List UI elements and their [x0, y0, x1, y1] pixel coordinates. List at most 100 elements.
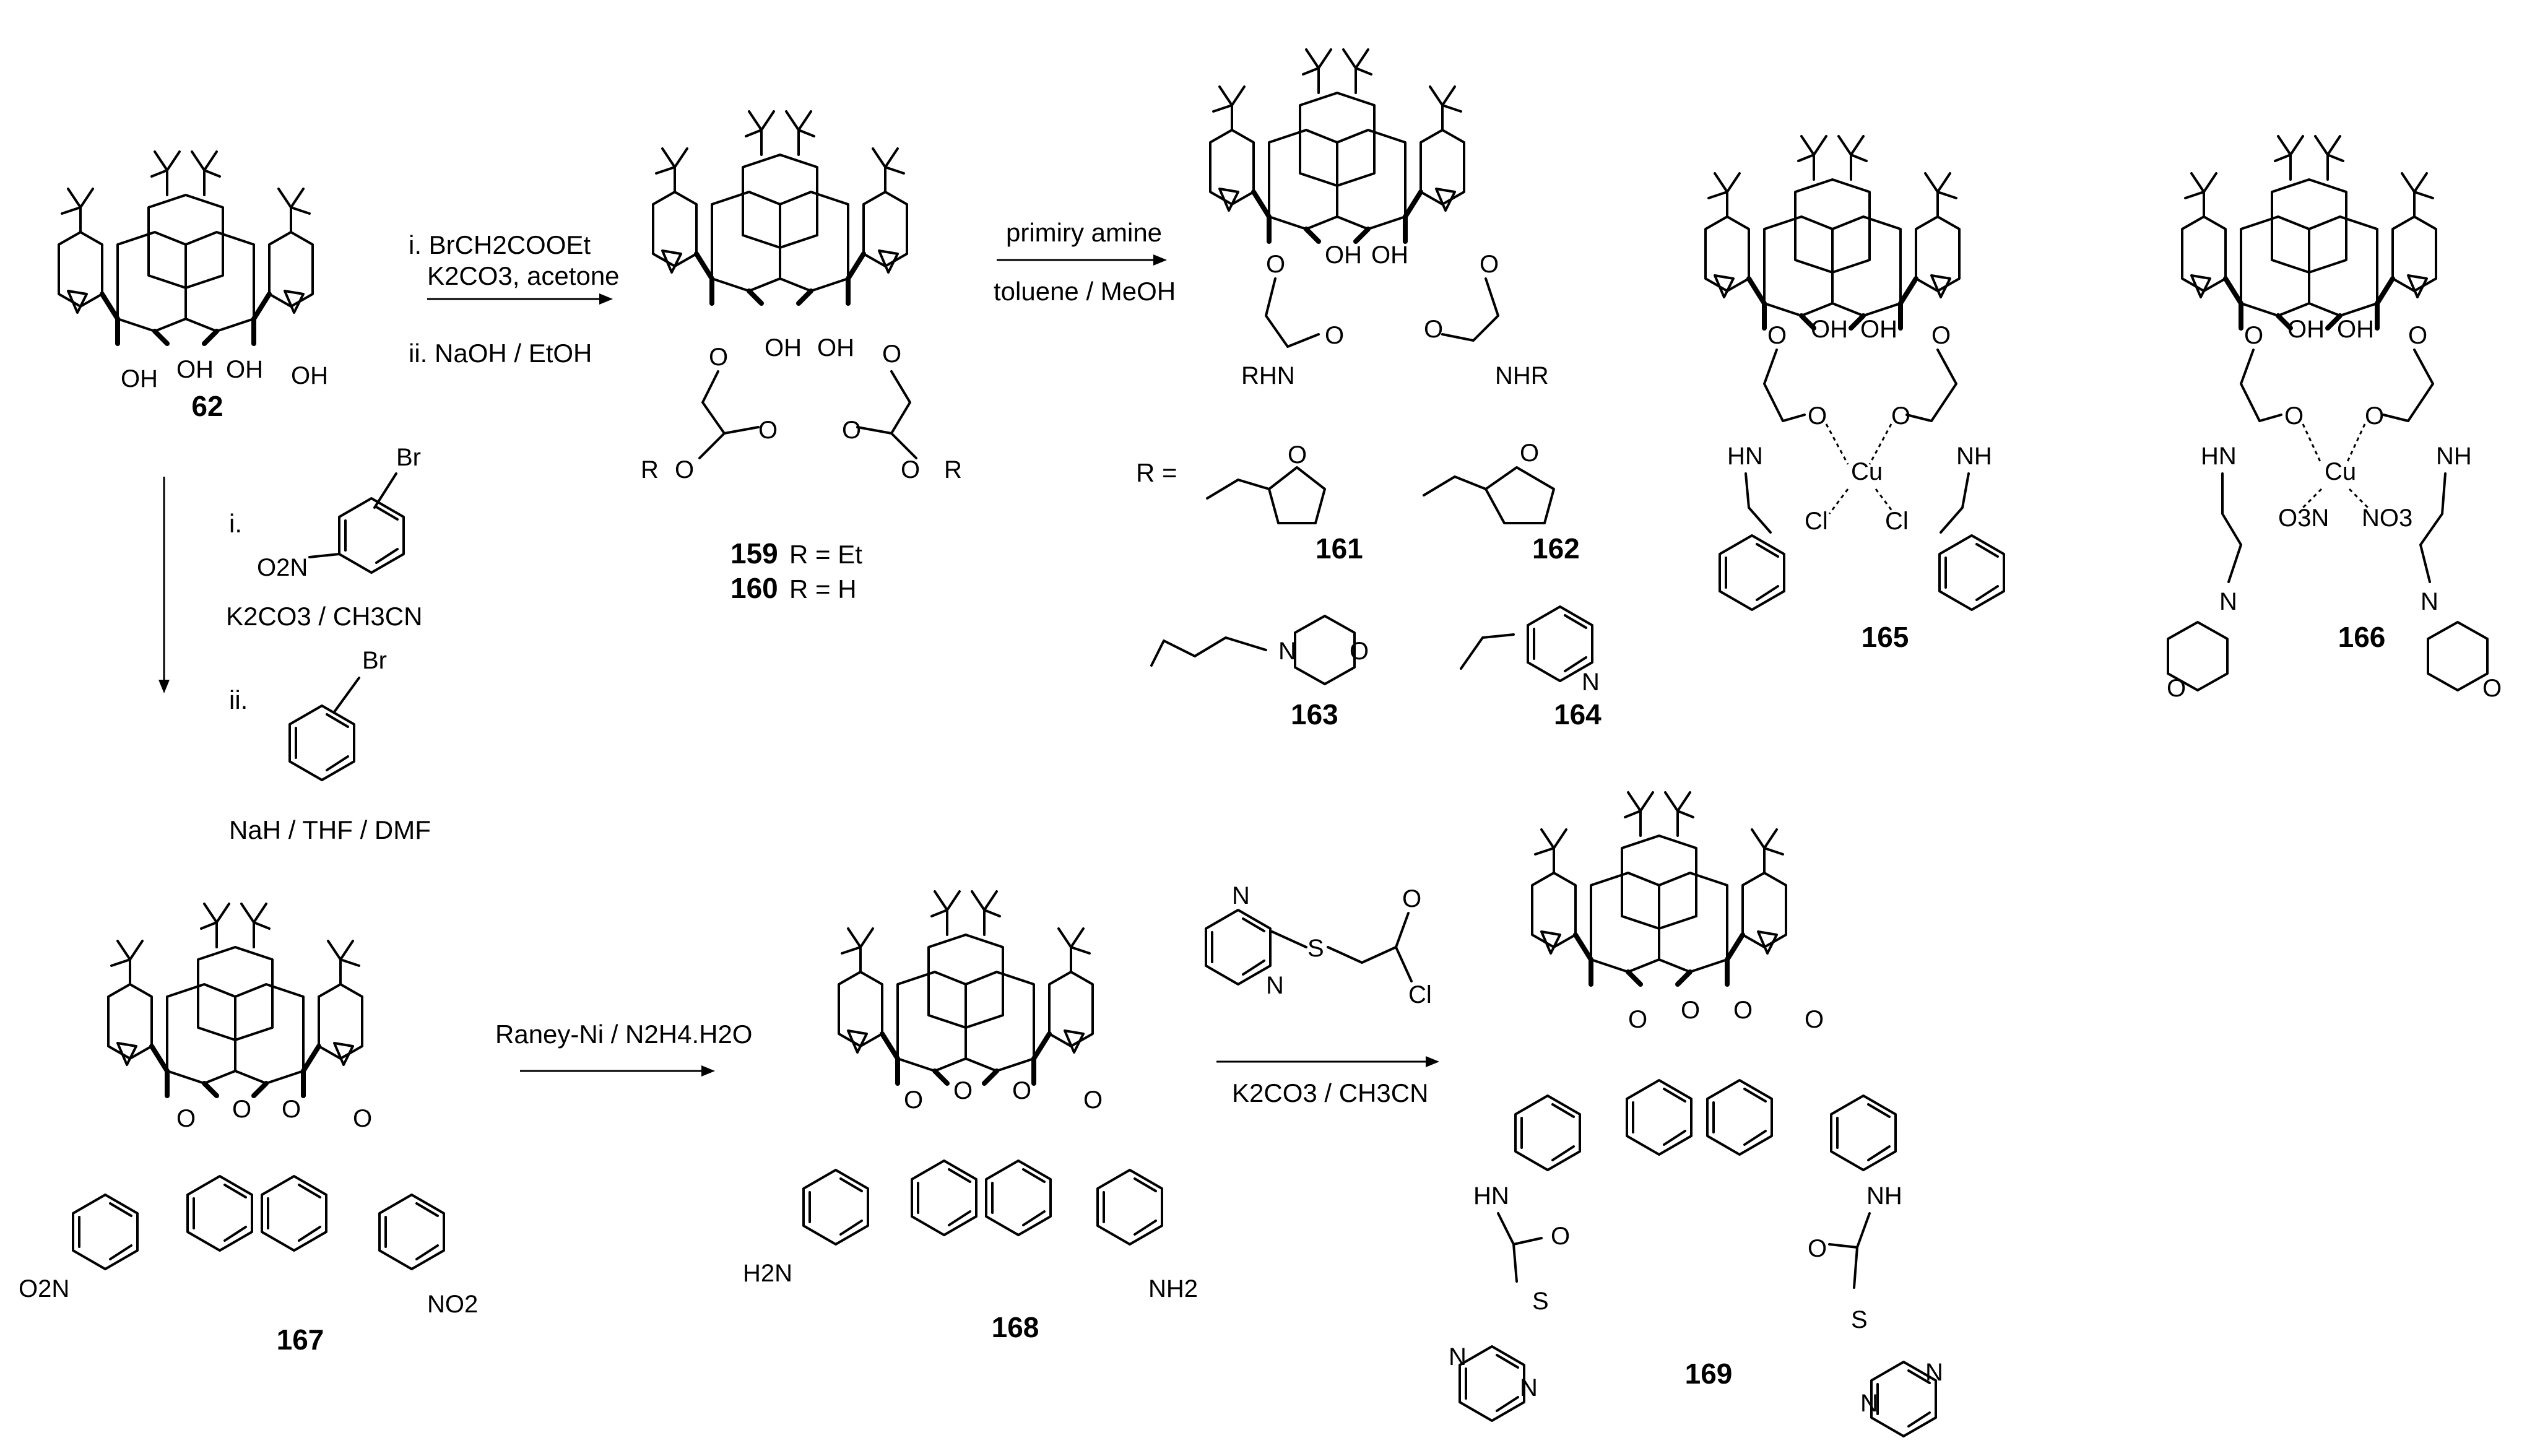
atom-n-169c: N — [1860, 1390, 1878, 1417]
atom-n-morph-163: N — [1278, 638, 1296, 665]
r-group-159: R = Et — [789, 540, 862, 569]
atom-s-169b: S — [1851, 1306, 1868, 1333]
reagent-step1-line2: K2CO3, acetone — [427, 261, 620, 290]
atom-no2-167: NO2 — [427, 1291, 478, 1318]
atom-s-169a: S — [1532, 1288, 1549, 1315]
atom-o-165c: O — [1808, 402, 1827, 430]
atom-cu-166: Cu — [2325, 458, 2356, 485]
compound-166: O OH OH O O O Cu O3N NO3 HN NH N N O O 1… — [2167, 136, 2502, 702]
atom-oh-161a: OH — [1325, 241, 1362, 269]
calixarene-core-166 — [2182, 136, 2436, 328]
atom-oh-62b: OH — [176, 356, 214, 383]
atom-o-morph-166b: O — [2482, 675, 2502, 702]
compound-169: O O O O HN NH O O S S N N N N 169 — [1449, 792, 1943, 1437]
atom-rhn-161: RHN — [1241, 362, 1295, 389]
compound-label-161: 161 — [1316, 532, 1363, 565]
reagent-step4: Raney-Ni / N2H4.H2O — [495, 1020, 752, 1049]
atom-hn-165: HN — [1727, 443, 1763, 470]
atom-hn-166: HN — [2201, 443, 2237, 470]
calixarene-core-165 — [1706, 136, 1959, 328]
compound-159-160: O OH OH O O O R O O R 159 R = Et 160 R =… — [641, 111, 962, 604]
compound-165: O OH OH O O O Cu Cl Cl HN NH 165 — [1706, 136, 2005, 653]
atom-o-161a: O — [1266, 251, 1285, 278]
atom-o-167c: O — [282, 1096, 301, 1123]
calixarene-core-167 — [108, 904, 362, 1096]
atom-o-furan: O — [1288, 441, 1307, 469]
atom-o-165b: O — [1931, 322, 1951, 349]
atom-oh-165a: OH — [1811, 316, 1848, 343]
atom-o-169c: O — [1733, 997, 1753, 1024]
compound-label-168: 168 — [992, 1311, 1039, 1343]
atom-oh-62a: OH — [121, 365, 158, 392]
atom-o3n-166: O3N — [2278, 505, 2329, 532]
atom-cl-165b: Cl — [1885, 508, 1909, 535]
atom-o-159c: O — [758, 417, 778, 444]
atom-r-159b: R — [944, 456, 962, 483]
compound-161-164: O OH OH O O O RHN NHR R = O 161 O 162 N — [1136, 50, 1602, 730]
atom-o-morph-163: O — [1350, 638, 1369, 665]
atom-oh-159a: OH — [765, 334, 802, 362]
atom-oh-165b: OH — [1860, 316, 1897, 343]
r-group-morpholinopropyl: N O 163 — [1150, 615, 1369, 730]
atom-no3-166: NO3 — [2362, 505, 2412, 532]
r-group-160: R = H — [789, 574, 857, 604]
reagent-step2-line2: toluene / MeOH — [994, 277, 1176, 306]
r-group-pyridylmethyl: N 164 — [1460, 605, 1602, 730]
reagent-step3-ii: ii. — [229, 685, 248, 714]
atom-n-pyr-a: N — [1232, 882, 1250, 909]
atom-o-166c: O — [2284, 402, 2304, 430]
atom-oh-166b: OH — [2337, 316, 2374, 343]
compound-label-166: 166 — [2338, 621, 2386, 653]
atom-o-166b: O — [2408, 322, 2427, 349]
reaction-arrow-5: N N S O Cl K2CO3 / CH3CN — [1205, 882, 1439, 1107]
compound-label-160: 160 — [730, 572, 778, 604]
compound-label-164: 164 — [1554, 698, 1602, 730]
atom-oh-166a: OH — [2287, 316, 2325, 343]
reagent-step3-line2: NaH / THF / DMF — [229, 815, 431, 844]
atom-cl-reagent: Cl — [1408, 981, 1432, 1008]
atom-nh-165: NH — [1956, 443, 1992, 470]
atom-oh-159b: OH — [817, 334, 854, 362]
calixarene-core-161 — [1210, 50, 1464, 241]
compound-label-62: 62 — [191, 390, 223, 422]
atom-o-161b: O — [1480, 251, 1499, 278]
atom-o-168d: O — [1083, 1086, 1103, 1114]
atom-n-169d: N — [1925, 1359, 1943, 1386]
atom-h2n-168: H2N — [743, 1260, 792, 1287]
atom-nh-169: NH — [1866, 1182, 1902, 1210]
reagent-step1-line1: i. BrCH2COOEt — [409, 230, 591, 259]
atom-br-step3b: Br — [362, 647, 387, 674]
atom-o-159e: O — [675, 456, 694, 483]
atom-n-166b: N — [2421, 588, 2438, 615]
reaction-arrow-3: i. Br O2N K2CO3 / CH3CN ii. Br NaH / THF… — [158, 444, 431, 844]
reaction-arrow-2: primiry amine toluene / MeOH — [994, 218, 1176, 306]
compound-label-162: 162 — [1532, 532, 1580, 565]
atom-o-159b: O — [882, 340, 901, 368]
atom-n-169a: N — [1449, 1343, 1467, 1371]
atom-o-159f: O — [901, 456, 920, 483]
reagent-step3-i: i. — [229, 509, 242, 538]
atom-o-169f: O — [1808, 1235, 1827, 1262]
atom-o-159a: O — [709, 344, 728, 371]
atom-oh-62c: OH — [226, 356, 263, 383]
compound-label-167: 167 — [277, 1324, 324, 1356]
atom-o-167a: O — [176, 1105, 196, 1132]
atom-o-reagent: O — [1402, 885, 1421, 912]
atom-n-169b: N — [1520, 1374, 1538, 1402]
compound-168: O O O O H2N NH2 168 — [743, 891, 1198, 1343]
atom-oh-62d: OH — [291, 362, 328, 389]
compound-label-165: 165 — [1862, 621, 1909, 653]
atom-o-161c: O — [1325, 322, 1344, 349]
reagent-step2-line1: primiry amine — [1006, 218, 1162, 247]
atom-oh-161b: OH — [1371, 241, 1408, 269]
atom-n-166a: N — [2219, 588, 2237, 615]
reaction-arrow-4: Raney-Ni / N2H4.H2O — [495, 1020, 752, 1077]
compound-label-159: 159 — [730, 537, 778, 570]
atom-s-reagent: S — [1307, 935, 1324, 962]
compound-167: O O O O O2N NO2 167 — [19, 904, 478, 1356]
atom-o-167d: O — [353, 1105, 372, 1132]
calixarene-core-62 — [59, 152, 313, 344]
atom-o-161d: O — [1424, 316, 1443, 343]
atom-cu-165: Cu — [1851, 458, 1883, 485]
